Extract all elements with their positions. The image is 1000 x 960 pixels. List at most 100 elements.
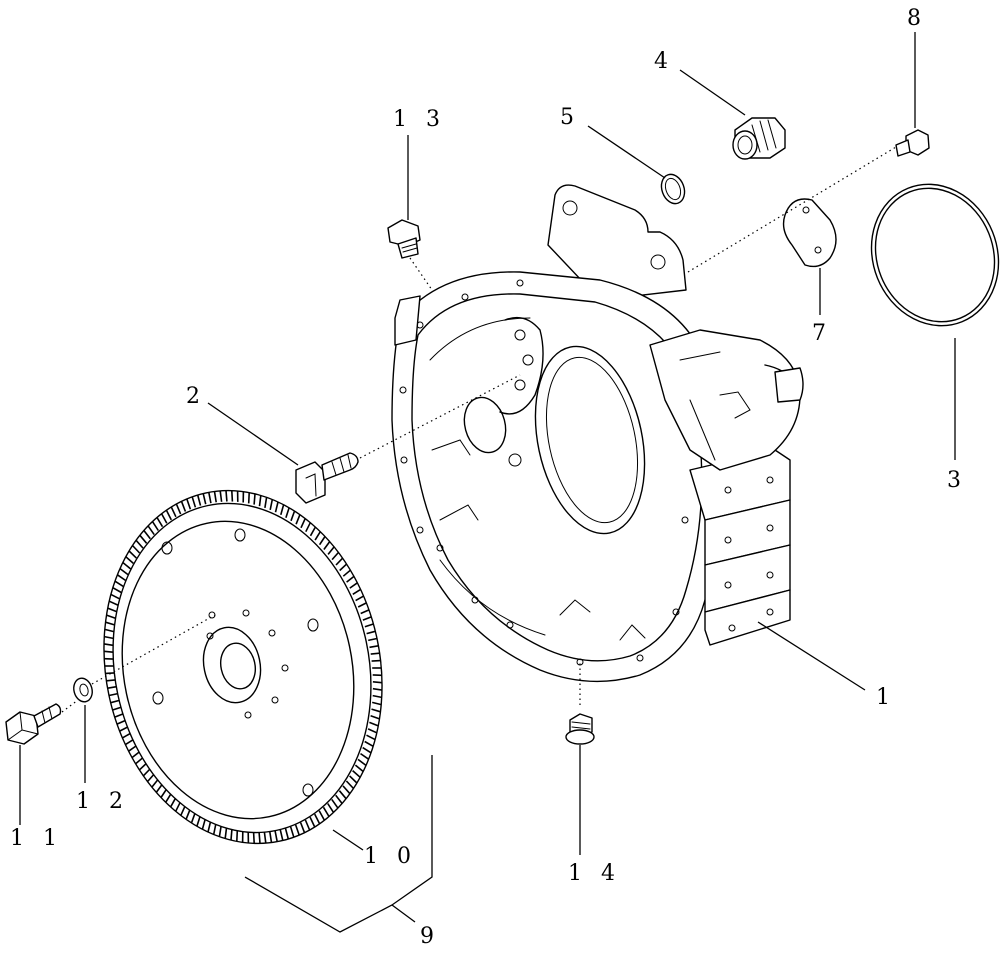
bolt-part-2 (295, 452, 359, 504)
gear-tooth (142, 768, 151, 777)
callout-1: 1 (876, 685, 896, 710)
gear-tooth (112, 587, 122, 594)
gear-tooth (191, 496, 197, 508)
gear-tooth (372, 701, 382, 706)
callout-9: 9 (420, 924, 440, 949)
gear-tooth (364, 740, 374, 747)
gear-tooth (258, 495, 262, 507)
gear-tooth (160, 788, 168, 798)
gear-tooth (108, 600, 119, 606)
gear-tooth (366, 734, 376, 741)
gear-tooth (231, 490, 234, 502)
gear-tooth (338, 790, 347, 800)
gear-tooth (369, 645, 379, 649)
gear-tooth (104, 628, 114, 633)
gear-tooth (107, 607, 117, 613)
gear-tooth (318, 536, 326, 546)
gear-tooth (236, 830, 239, 842)
washer-part-5 (660, 173, 686, 205)
gear-tooth (274, 830, 278, 842)
gear-tooth (322, 806, 330, 817)
washer-part-12 (73, 677, 93, 703)
ring-gear-teeth (103, 490, 383, 844)
gear-tooth (285, 507, 290, 518)
gear-tooth (370, 715, 380, 720)
gear-tooth (362, 616, 372, 621)
gear-tooth (339, 563, 348, 572)
gear-tooth (218, 825, 222, 837)
gear-tooth (110, 699, 120, 704)
gear-tooth (201, 818, 206, 830)
gear-tooth (342, 569, 351, 577)
gear-tooth (314, 531, 321, 541)
callout-10: 1 0 (364, 844, 417, 869)
gear-tooth (104, 635, 114, 640)
gear-tooth (331, 798, 339, 809)
gear-tooth (274, 501, 279, 513)
gear-tooth (284, 828, 290, 840)
callout-7: 7 (812, 321, 832, 346)
callout-3: 3 (947, 468, 967, 493)
gear-tooth (175, 503, 182, 515)
gear-tooth (290, 510, 296, 522)
gear-tooth (103, 650, 114, 653)
gear-tooth (372, 681, 383, 684)
gear-tooth (299, 822, 306, 833)
gear-tooth (106, 614, 116, 619)
gear-tooth (357, 758, 367, 767)
gear-tooth (279, 829, 284, 841)
callout-13: 1 3 (393, 107, 446, 132)
gear-tooth (155, 784, 163, 793)
gear-tooth (196, 816, 201, 827)
gear-tooth (313, 813, 321, 825)
gear-tooth (185, 809, 191, 820)
gear-tooth (309, 816, 316, 828)
gear-tooth (122, 732, 131, 739)
gear-tooth (368, 637, 378, 642)
gear-tooth (327, 546, 335, 555)
bolt-part-11 (5, 703, 62, 745)
leader-lines (19, 32, 956, 933)
gear-tooth (139, 534, 148, 544)
callout-4: 4 (654, 49, 674, 74)
flywheel (103, 489, 383, 845)
gear-tooth (169, 797, 177, 808)
gear-tooth (295, 514, 301, 525)
gear-tooth (331, 551, 340, 561)
gear-tooth (180, 805, 186, 816)
gear-tooth (156, 517, 164, 528)
gear-tooth (372, 687, 383, 691)
gear-tooth (352, 588, 362, 595)
gear-tooth (135, 757, 144, 765)
gear-tooth (114, 580, 124, 588)
gear-tooth (116, 719, 126, 725)
gear-tooth (362, 746, 372, 754)
gear-tooth (180, 501, 187, 512)
gear-tooth (357, 602, 367, 608)
cover-plate-part-7 (782, 198, 837, 268)
gear-tooth (360, 752, 370, 760)
gear-tooth (253, 493, 256, 505)
gear-tooth (165, 509, 173, 521)
gear-tooth (346, 575, 355, 583)
gear-tooth (208, 492, 212, 504)
gear-tooth (258, 832, 261, 844)
gear-tooth (294, 824, 300, 836)
gear-tooth (131, 544, 141, 554)
gear-tooth (269, 831, 273, 843)
gear-tooth (212, 823, 217, 835)
gear-tooth (323, 541, 331, 550)
gear-tooth (349, 582, 358, 589)
plug-part-14 (565, 713, 595, 745)
gear-tooth (352, 769, 361, 778)
gear-tooth (305, 522, 312, 533)
o-ring-part-3 (870, 183, 1000, 327)
gear-tooth (106, 679, 116, 682)
gear-tooth (225, 490, 228, 502)
gear-tooth (108, 692, 118, 697)
gear-tooth (190, 812, 196, 824)
gear-tooth (105, 672, 115, 675)
gear-tooth (264, 497, 268, 509)
